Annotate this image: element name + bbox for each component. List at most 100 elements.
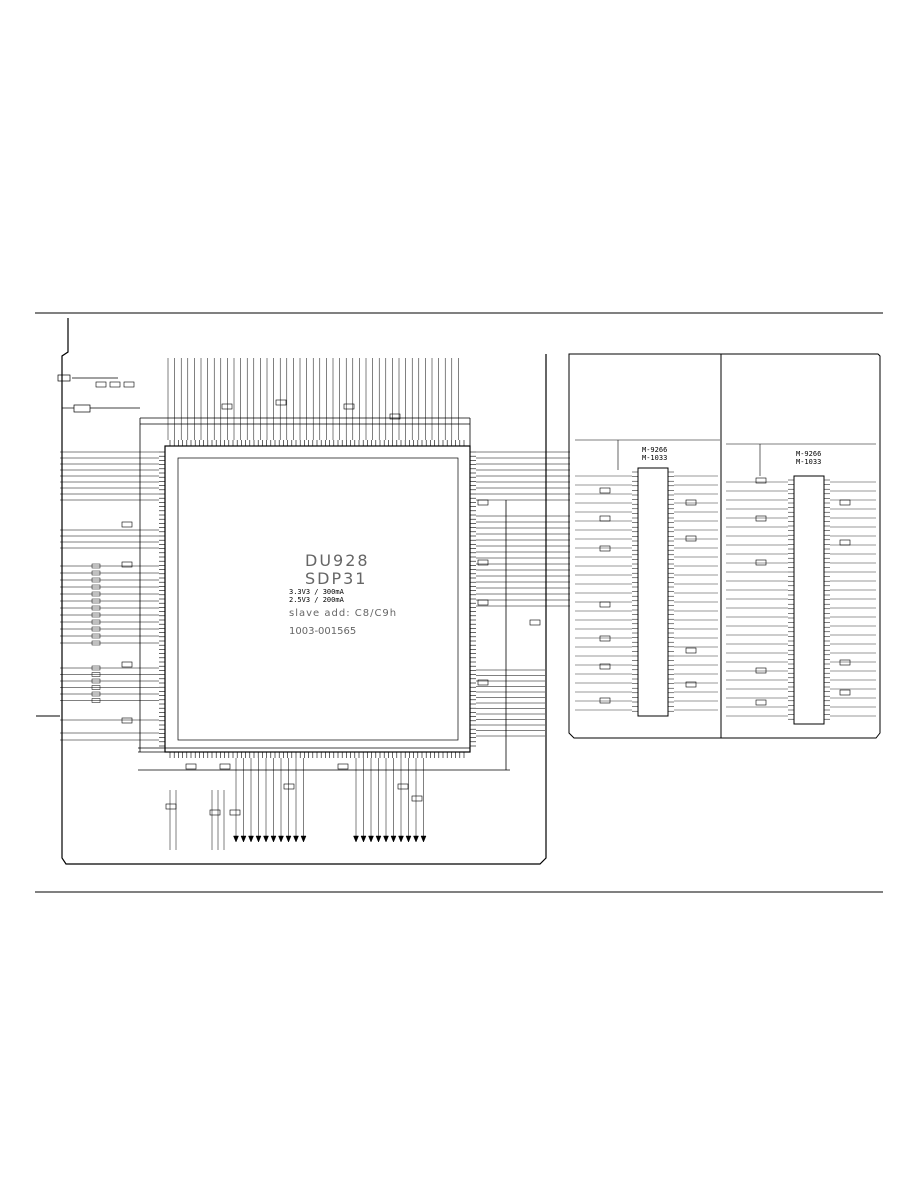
- port-arrow: [300, 835, 307, 843]
- memory-2-type: M-9266: [796, 450, 821, 458]
- capacitor: [165, 803, 177, 810]
- port-arrow: [420, 835, 427, 843]
- capacitor: [121, 561, 133, 568]
- series-resistor: [91, 612, 101, 618]
- series-resistor: [91, 626, 101, 632]
- memory-frame: [568, 353, 881, 739]
- memory-1-type: M-9266: [642, 446, 667, 454]
- series-resistor: [91, 577, 101, 583]
- series-resistor: [91, 619, 101, 625]
- chip-part-name: DU928: [305, 551, 370, 570]
- capacitor: [219, 763, 231, 770]
- capacitor: [95, 381, 107, 388]
- capacitor: [389, 413, 401, 420]
- capacitor: [529, 619, 541, 626]
- port-arrow: [368, 835, 374, 843]
- decoupling-capacitor: [685, 647, 697, 654]
- capacitor: [477, 499, 489, 506]
- port-arrow: [293, 835, 299, 843]
- capacitor: [109, 381, 121, 388]
- decoupling-capacitor: [599, 515, 611, 522]
- capacitor: [275, 399, 287, 406]
- capacitor: [121, 717, 133, 724]
- series-resistor: [91, 563, 101, 569]
- series-resistor: [91, 570, 101, 576]
- memory-chip-1: M-9266 M-1033: [632, 446, 674, 717]
- port-arrow: [255, 835, 262, 843]
- port-arrow: [263, 835, 269, 843]
- memory-rails: [575, 439, 876, 476]
- capacitor: [411, 795, 423, 802]
- series-resistor: [91, 640, 101, 646]
- capacitor: [229, 809, 241, 816]
- decoupling-capacitor: [839, 499, 851, 506]
- decoupling-capacitor: [755, 559, 767, 566]
- capacitor: [477, 679, 489, 686]
- decoupling-capacitor: [685, 535, 697, 542]
- series-resistor: [91, 633, 101, 639]
- decoupling-capacitor: [755, 515, 767, 522]
- decoupling-capacitor: [599, 663, 611, 670]
- capacitor: [121, 521, 133, 528]
- capacitor: [283, 783, 295, 790]
- passive-components: [95, 381, 851, 816]
- series-resistor: [91, 584, 101, 590]
- decoupling-capacitor: [685, 681, 697, 688]
- memory-chip-2: M-9266 M-1033: [788, 450, 830, 725]
- capacitor: [185, 763, 197, 770]
- decoupling-capacitor: [599, 697, 611, 704]
- port-arrow: [375, 835, 382, 843]
- chip-slave-address: slave add: C8/C9h: [289, 608, 397, 619]
- series-resistor: [91, 598, 101, 604]
- schematic-frame: [61, 318, 547, 865]
- series-resistor: [91, 665, 101, 671]
- port-arrow: [413, 835, 419, 843]
- capacitor: [343, 403, 355, 410]
- port-arrow: [390, 835, 397, 843]
- decoupling-capacitor: [685, 499, 697, 506]
- right-signal-traces: [476, 451, 570, 737]
- series-resistor: [91, 691, 101, 697]
- capacitor: [209, 809, 221, 816]
- decoupling-capacitor: [599, 545, 611, 552]
- oscillator-block: [57, 374, 140, 413]
- chip-part-number: 1003-001565: [289, 626, 356, 637]
- memory-1-size: M-1033: [642, 454, 667, 462]
- memory-2-size: M-1033: [796, 458, 821, 466]
- decoupling-capacitor: [755, 667, 767, 674]
- chip-power-line-1: 3.3V3 / 300mA: [289, 588, 345, 596]
- capacitor: [477, 559, 489, 566]
- decoupling-capacitor: [839, 659, 851, 666]
- port-arrow: [233, 835, 239, 843]
- port-arrow: [360, 835, 367, 843]
- capacitor: [123, 381, 135, 388]
- left-signal-traces: [60, 451, 159, 741]
- chip-power-line-2: 2.5V3 / 200mA: [289, 596, 345, 604]
- decoupling-capacitor: [755, 477, 767, 484]
- decoupling-capacitor: [599, 635, 611, 642]
- series-resistor: [91, 605, 101, 611]
- capacitor: [477, 599, 489, 606]
- series-resistor: [91, 591, 101, 597]
- port-arrow: [405, 835, 412, 843]
- capacitor: [397, 783, 409, 790]
- capacitor: [221, 403, 233, 410]
- series-resistor: [91, 685, 101, 690]
- top-signal-traces: [167, 358, 459, 440]
- port-arrow: [285, 835, 292, 843]
- port-arrow: [278, 835, 284, 843]
- port-arrow: [248, 835, 254, 843]
- port-arrow: [240, 835, 247, 843]
- decoupling-capacitor: [839, 539, 851, 546]
- chip-name: SDP31: [305, 569, 367, 588]
- port-arrow: [398, 835, 404, 843]
- capacitor: [337, 763, 349, 770]
- main-chip: DU928 SDP31 3.3V3 / 300mA 2.5V3 / 200mA …: [159, 440, 476, 758]
- port-arrow: [383, 835, 389, 843]
- decoupling-capacitor: [839, 689, 851, 696]
- decoupling-capacitor: [755, 699, 767, 706]
- series-resistor: [91, 698, 101, 703]
- bottom-signal-traces: [169, 758, 427, 850]
- decoupling-capacitor: [599, 487, 611, 494]
